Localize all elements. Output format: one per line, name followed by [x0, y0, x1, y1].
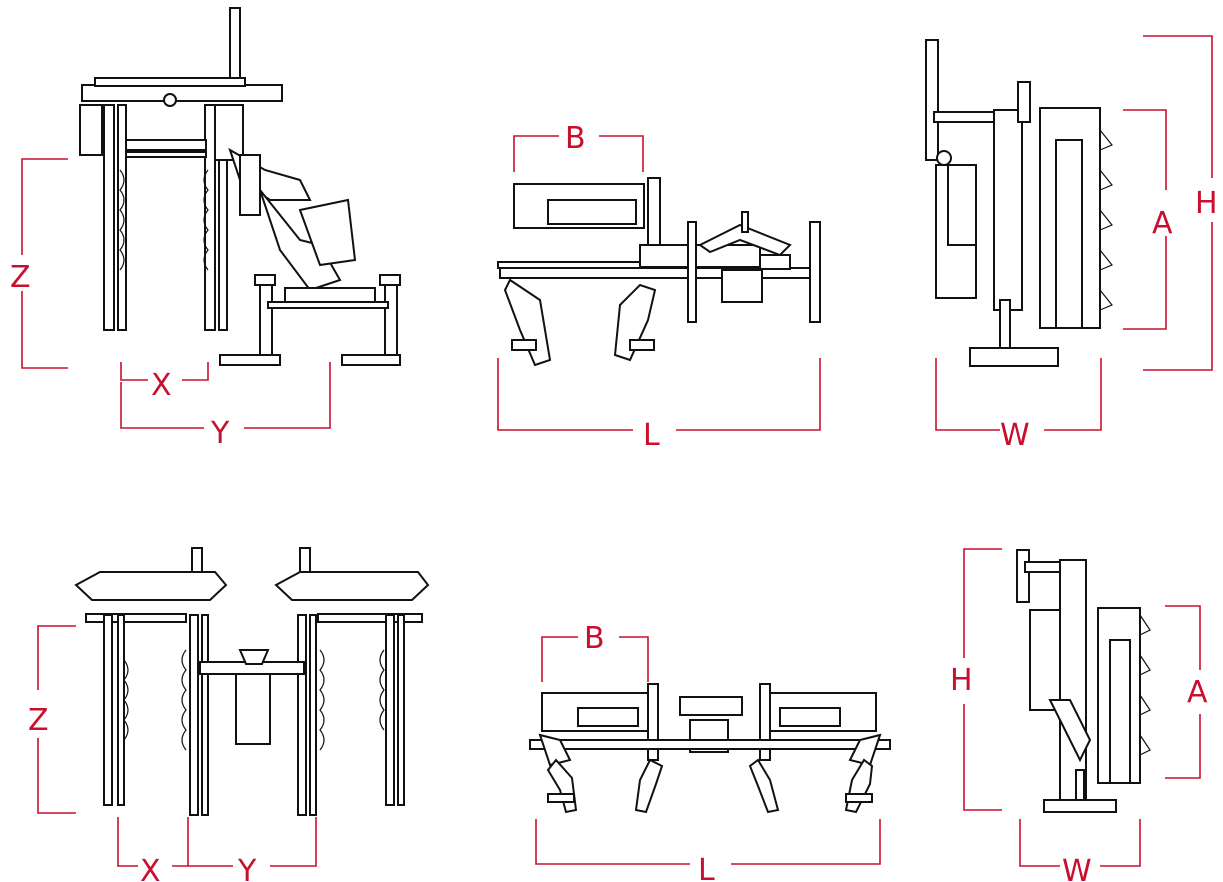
view-bottom-right: H A W	[950, 548, 1208, 882]
dimension-label-h: H	[950, 663, 973, 698]
dimension-label-z: Z	[28, 703, 49, 738]
machine-drawing-top-single	[497, 177, 821, 367]
view-bottom-left: Z X Y	[28, 547, 430, 882]
view-bottom-middle: B L	[529, 621, 891, 882]
dimension-label-b: B	[565, 121, 586, 156]
dimension-label-a: A	[1187, 675, 1208, 710]
dimension-label-w: W	[1062, 854, 1092, 882]
machine-drawing-side-double	[1016, 549, 1151, 813]
dimension-label-a: A	[1152, 206, 1173, 241]
machine-drawing-top-double	[529, 683, 891, 814]
view-top-right: A H W	[925, 35, 1218, 453]
dimension-label-w: W	[1000, 418, 1030, 453]
machine-drawing-front-single	[79, 7, 401, 366]
dimension-label-b: B	[584, 621, 605, 656]
dimension-label-x: X	[140, 854, 161, 882]
view-top-left: Z X Y	[8, 7, 401, 451]
machine-drawing-side-single	[925, 39, 1113, 367]
dimension-label-z: Z	[10, 260, 31, 295]
dimension-label-l: L	[698, 853, 715, 882]
view-top-middle: B L	[497, 121, 821, 453]
dimension-label-h: H	[1195, 186, 1218, 221]
dimension-label-x: X	[151, 368, 172, 403]
dimension-label-y: Y	[210, 416, 230, 451]
dimension-label-l: L	[643, 418, 660, 453]
machine-drawing-front-double	[74, 547, 430, 816]
dimension-label-y: Y	[237, 854, 257, 882]
